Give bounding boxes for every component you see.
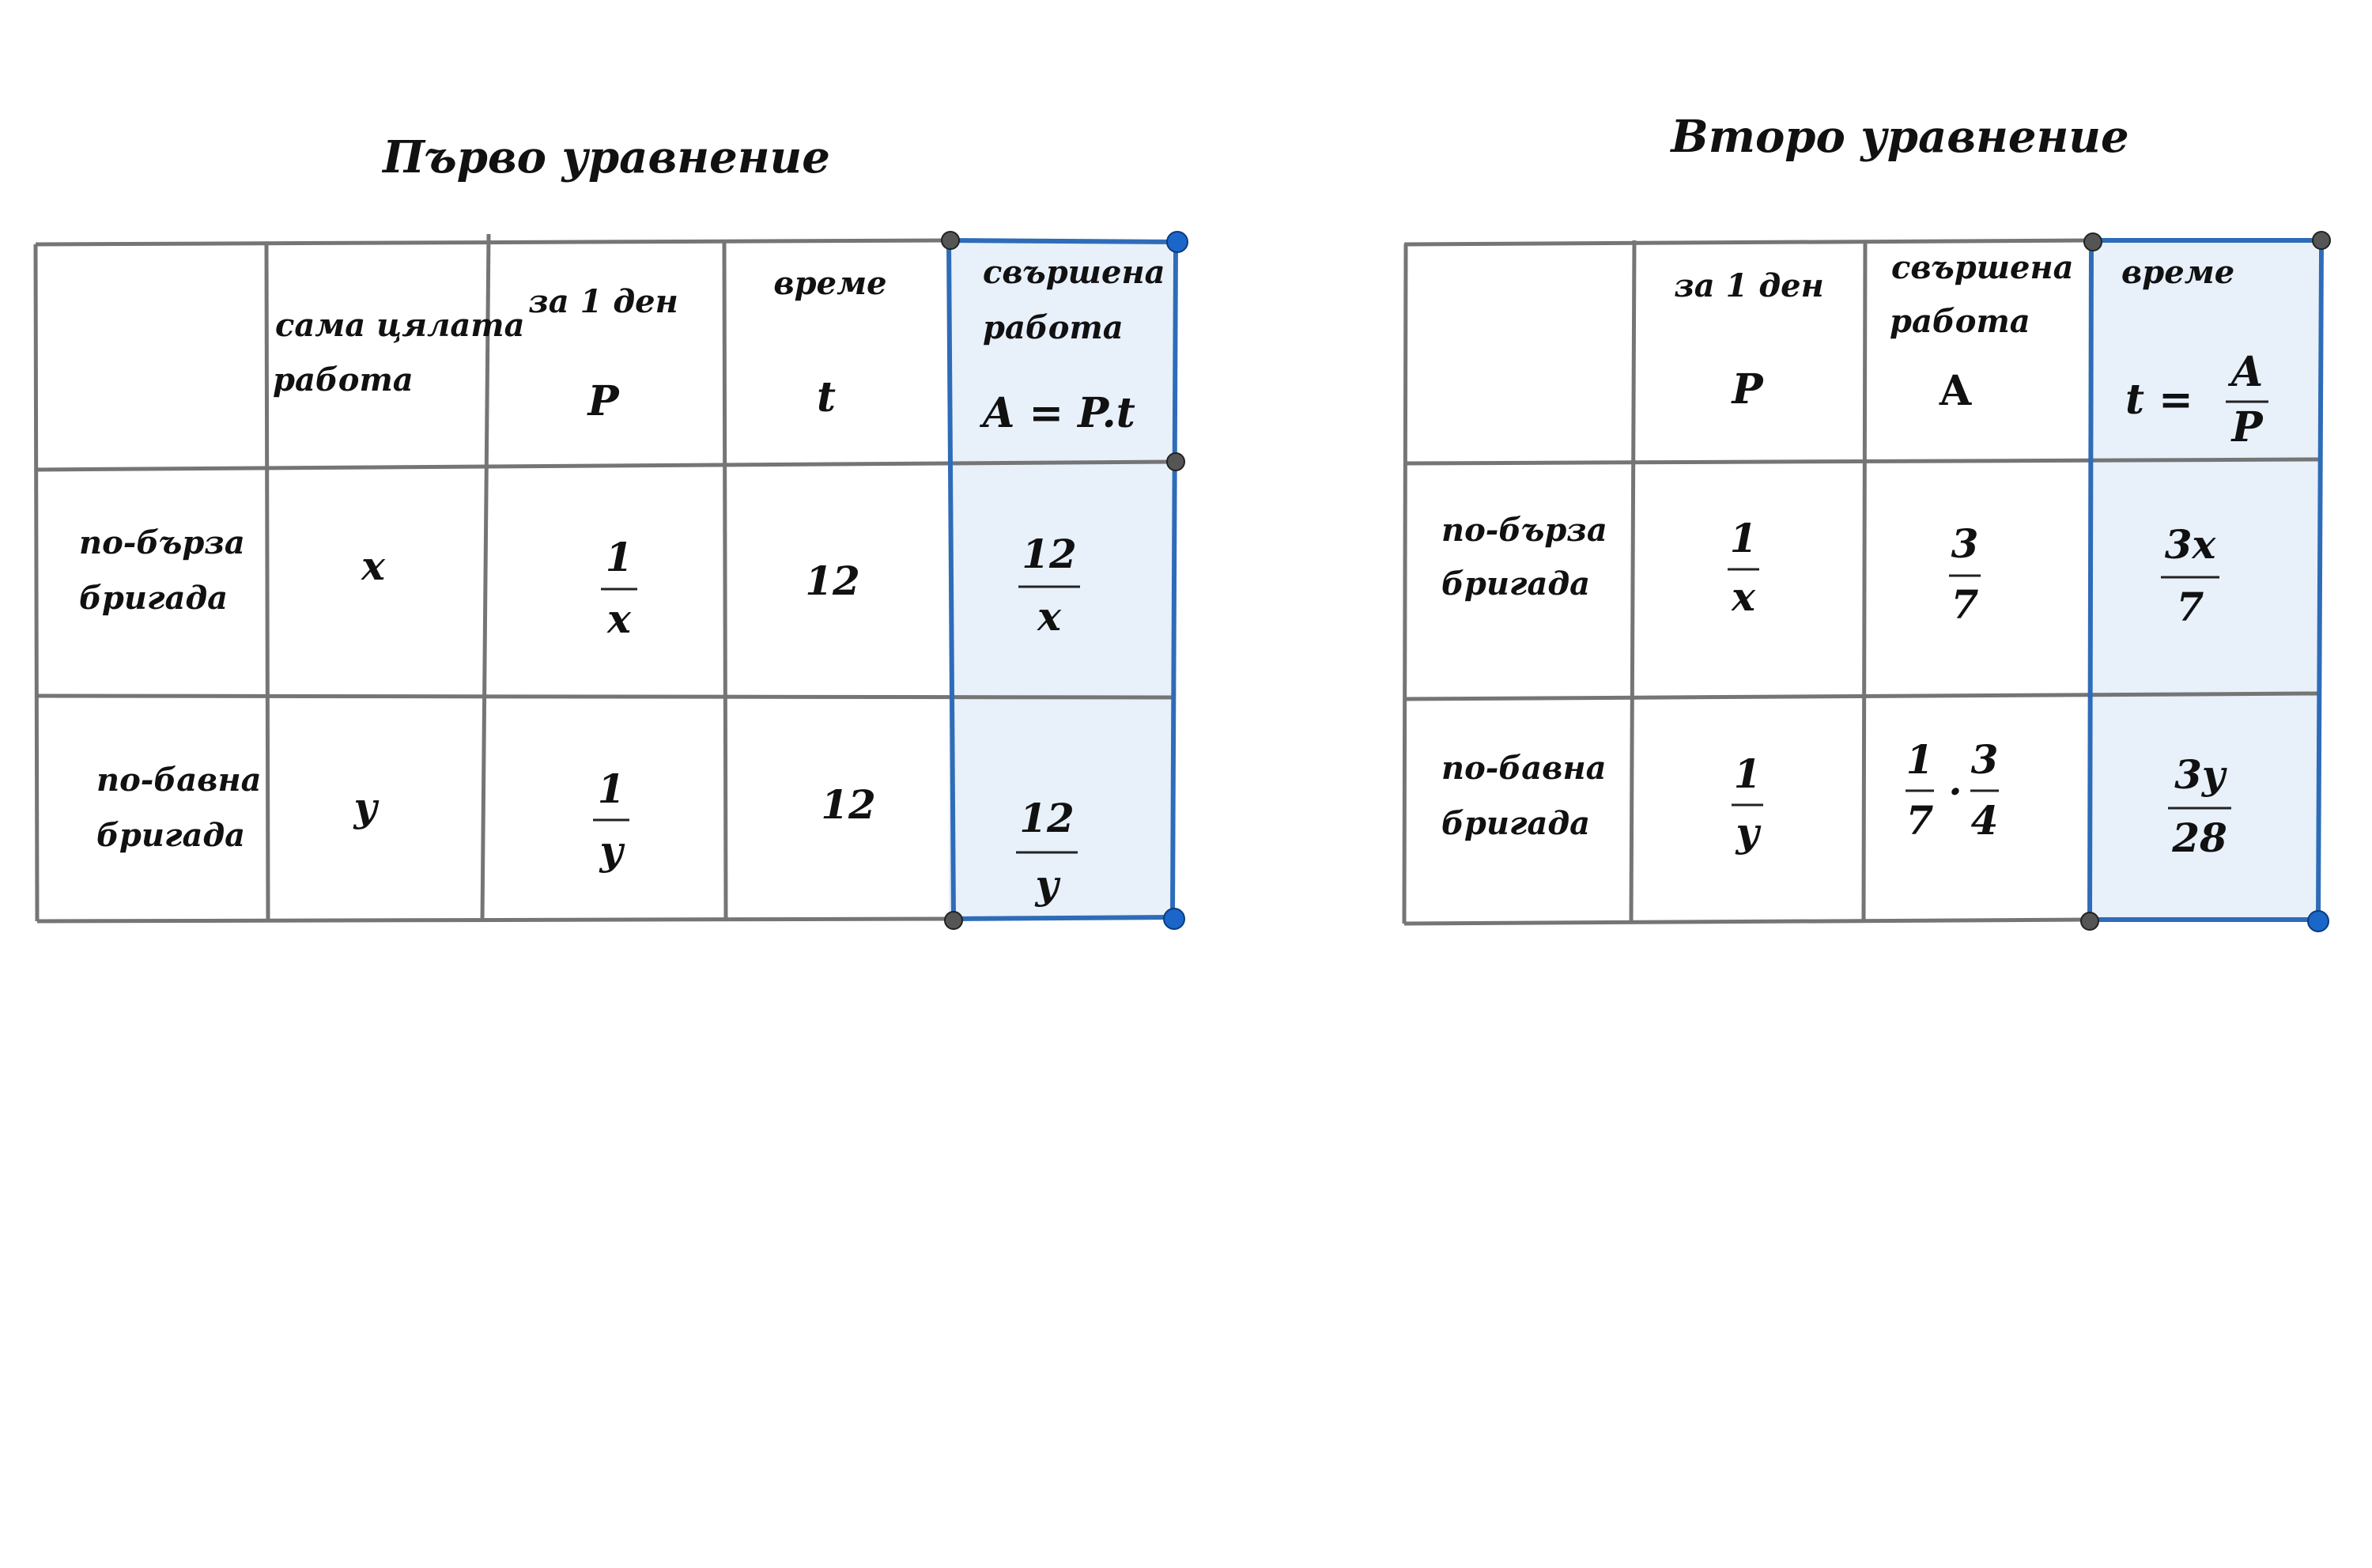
table1-row2-whole: y <box>353 784 379 830</box>
table2-header-per-day: за 1 ден <box>1674 267 1824 304</box>
table1-row-faster: по-бърза бригада x 1 x 12 12 x <box>79 524 1080 642</box>
table1-highlight-border <box>946 238 1178 921</box>
table2-row1-per-day-denominator: x <box>1731 573 1756 620</box>
table2-title: Второ уравнение <box>1669 111 2128 163</box>
table1-row1-work-denominator: x <box>1037 593 1062 640</box>
table2-highlight-column <box>2090 240 2318 920</box>
table2-row2-per-day-numerator: 1 <box>1734 750 1762 797</box>
table1-header-per-day: за 1 ден <box>528 283 678 320</box>
table1-row1-label-line1: по-бърза <box>79 524 245 561</box>
table1-handle-bottom-right[interactable] <box>1163 908 1185 930</box>
table2-row1-label-line1: по-бърза <box>1441 512 1607 549</box>
table2-header-work-symbol: A <box>1939 367 1972 415</box>
table2-row2-label-line1: по-бавна <box>1441 750 1607 787</box>
table2-row2-work-a-numerator: 1 <box>1906 736 1934 783</box>
table2-row1-work-denominator: 7 <box>1951 581 1979 628</box>
table1-row1-per-day-numerator: 1 <box>606 534 633 580</box>
table1-row2-label-line2: бригада <box>96 817 245 854</box>
table1-row1-work-numerator: 12 <box>1022 531 1077 577</box>
table1-header-per-day-symbol: P <box>586 377 620 425</box>
table2-row2-work-b-denominator: 4 <box>1971 797 1999 844</box>
table1-handle-top-right[interactable] <box>1166 231 1188 253</box>
table1-header-work-line1: свършена <box>983 254 1165 291</box>
table1-row1-whole: x <box>361 542 386 589</box>
table1-header-work-formula: A = P.t <box>979 389 1135 437</box>
table1-handle-mid-right[interactable] <box>1166 452 1185 471</box>
table2-row-faster: по-бърза бригада 1 x 3 7 3x 7 <box>1441 512 2219 630</box>
table2-handle-top-right[interactable] <box>2312 231 2331 250</box>
table2-grid <box>1402 238 2319 926</box>
table1-row1-label-line2: бригада <box>79 580 228 617</box>
table1-row1-per-day-denominator: x <box>606 595 632 642</box>
table1-row2-work-denominator: y <box>1034 861 1060 908</box>
table1-header-time: време <box>773 265 886 302</box>
table2-handle-bottom-left[interactable] <box>2080 912 2099 931</box>
table2-row1-time-denominator: 7 <box>2177 584 2204 630</box>
table2-row2-time-denominator: 28 <box>2171 814 2227 861</box>
table2-row2-per-day-denominator: y <box>1735 809 1761 856</box>
table1-header-work-line2: работа <box>983 309 1124 346</box>
table1-header-whole-line2: работа <box>273 361 414 399</box>
table-second-equation: Второ уравнение за 1 ден P свършена <box>1402 111 2331 932</box>
table2-header-time: време <box>2121 254 2234 291</box>
table1-row2-time: 12 <box>821 781 876 828</box>
table2-header-time-lhs: t = <box>2125 376 2193 424</box>
table2-row1-per-day-numerator: 1 <box>1730 515 1758 561</box>
table1-header-whole-line1: сама цялата <box>275 307 525 344</box>
table-first-equation: Първо уравнение сама цялата <box>33 131 1188 930</box>
table1-row-slower: по-бавна бригада y 1 y 12 12 y <box>96 761 1078 908</box>
table2-header-time-denominator: P <box>2230 403 2264 452</box>
table2-row2-label-line2: бригада <box>1441 805 1590 842</box>
table1-row2-work-numerator: 12 <box>1019 795 1075 841</box>
table2-handle-bottom-right[interactable] <box>2307 910 2329 932</box>
table1-handle-bottom-left[interactable] <box>944 911 963 930</box>
table1-grid <box>33 233 1173 924</box>
table2-header-time-numerator: A <box>2227 348 2263 396</box>
table1-highlight-column <box>949 242 1173 919</box>
table2-header-work-line2: работа <box>1890 303 2030 340</box>
table2-row2-work-dot: · <box>1948 768 1962 814</box>
table1-header-time-symbol: t <box>817 373 836 421</box>
table2-row-slower: по-бавна бригада 1 y 1 7 · 3 4 3y 28 <box>1441 736 2231 861</box>
table1-row2-per-day-numerator: 1 <box>598 765 625 812</box>
table2-highlight-border <box>2087 238 2324 922</box>
table2-header-work-line1: свършена <box>1891 249 2074 286</box>
table1-handle-top-left[interactable] <box>941 231 960 250</box>
table2-row2-work-b-numerator: 3 <box>1971 736 1999 783</box>
table1-row1-time: 12 <box>805 557 860 604</box>
table2-row1-time-numerator: 3x <box>2165 521 2217 568</box>
table1-row2-label-line1: по-бавна <box>96 761 262 799</box>
table2-row1-work-numerator: 3 <box>1951 520 1979 567</box>
table2-header-per-day-symbol: P <box>1730 365 1764 414</box>
table2-row2-time-numerator: 3y <box>2174 751 2227 798</box>
table2-handle-top-left[interactable] <box>2083 232 2102 251</box>
table2-row2-work-a-denominator: 7 <box>1906 797 1934 844</box>
table1-row2-per-day-denominator: y <box>599 827 625 874</box>
table2-row1-label-line2: бригада <box>1441 565 1590 603</box>
table1-title: Първо уравнение <box>381 131 830 183</box>
